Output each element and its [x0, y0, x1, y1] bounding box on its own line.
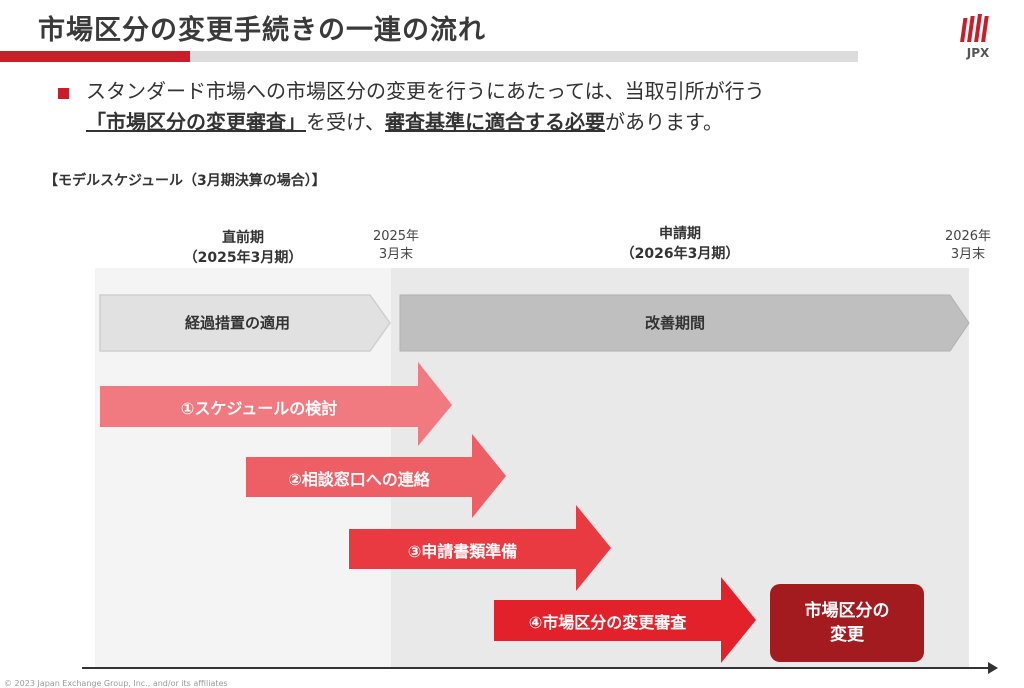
step-1-label: ①スケジュールの検討 — [180, 399, 338, 418]
improvement-arrow — [399, 294, 970, 352]
period-left-title: 直前期 — [222, 230, 264, 246]
page-title: 市場区分の変更手続きの一連の流れ — [38, 15, 486, 46]
step-4-label: ④市場区分の変更審査 — [528, 613, 687, 632]
step-2-arrow — [246, 434, 506, 518]
step-2-label: ②相談窓口への連絡 — [288, 470, 430, 489]
title-underline — [190, 51, 858, 62]
period-right-title: 申請期 — [659, 226, 701, 242]
improvement-label: 改善期間 — [644, 314, 705, 332]
timeline-arrow-icon — [988, 662, 998, 674]
period-right-header: 申請期 （2026年3月期） — [580, 224, 780, 264]
date-mid: 2025年 3月末 — [356, 228, 436, 264]
bullet-icon — [58, 88, 69, 99]
period-right-sub: （2026年3月期） — [620, 246, 740, 262]
date-end-year: 2026年 — [944, 229, 992, 244]
transition-label: 経過措置の適用 — [184, 314, 290, 332]
result-line2: 変更 — [830, 625, 864, 645]
step-3-arrow — [349, 505, 611, 591]
intro-part2: を受け、 — [306, 110, 385, 134]
transition-arrow — [99, 294, 391, 352]
jpx-logo-icon — [960, 14, 989, 42]
footer-copyright: © 2023 Japan Exchange Group, Inc., and/o… — [4, 679, 228, 688]
step-3-label: ③申請書類準備 — [407, 542, 518, 561]
timeline-axis — [82, 667, 992, 669]
title-underline-accent — [0, 51, 190, 62]
result-box: 市場区分の 変更 — [770, 584, 924, 662]
intro-part3: があります。 — [605, 110, 723, 134]
date-end-month: 3月末 — [950, 247, 986, 262]
date-mid-month: 3月末 — [378, 247, 414, 262]
intro-part1: スタンダード市場への市場区分の変更を行うにあたっては、当取引所が行う — [86, 79, 765, 103]
period-left-sub: （2025年3月期） — [183, 250, 303, 266]
date-mid-year: 2025年 — [372, 229, 420, 244]
date-end: 2026年 3月末 — [928, 228, 1008, 264]
step-4-arrow — [494, 577, 756, 663]
period-left-header: 直前期 （2025年3月期） — [145, 228, 341, 268]
result-line1: 市場区分の — [804, 601, 890, 621]
intro-emphasis-criteria: 審査基準に適合する必要 — [385, 110, 605, 134]
intro-emphasis-review: 「市場区分の変更審査」 — [86, 110, 306, 134]
schedule-title: 【モデルスケジュール（3月期決算の場合）】 — [44, 173, 326, 189]
step-1-arrow — [100, 362, 452, 446]
intro-text: スタンダード市場への市場区分の変更を行うにあたっては、当取引所が行う「市場区分の… — [86, 76, 976, 138]
logo-text: JPX — [966, 46, 990, 60]
